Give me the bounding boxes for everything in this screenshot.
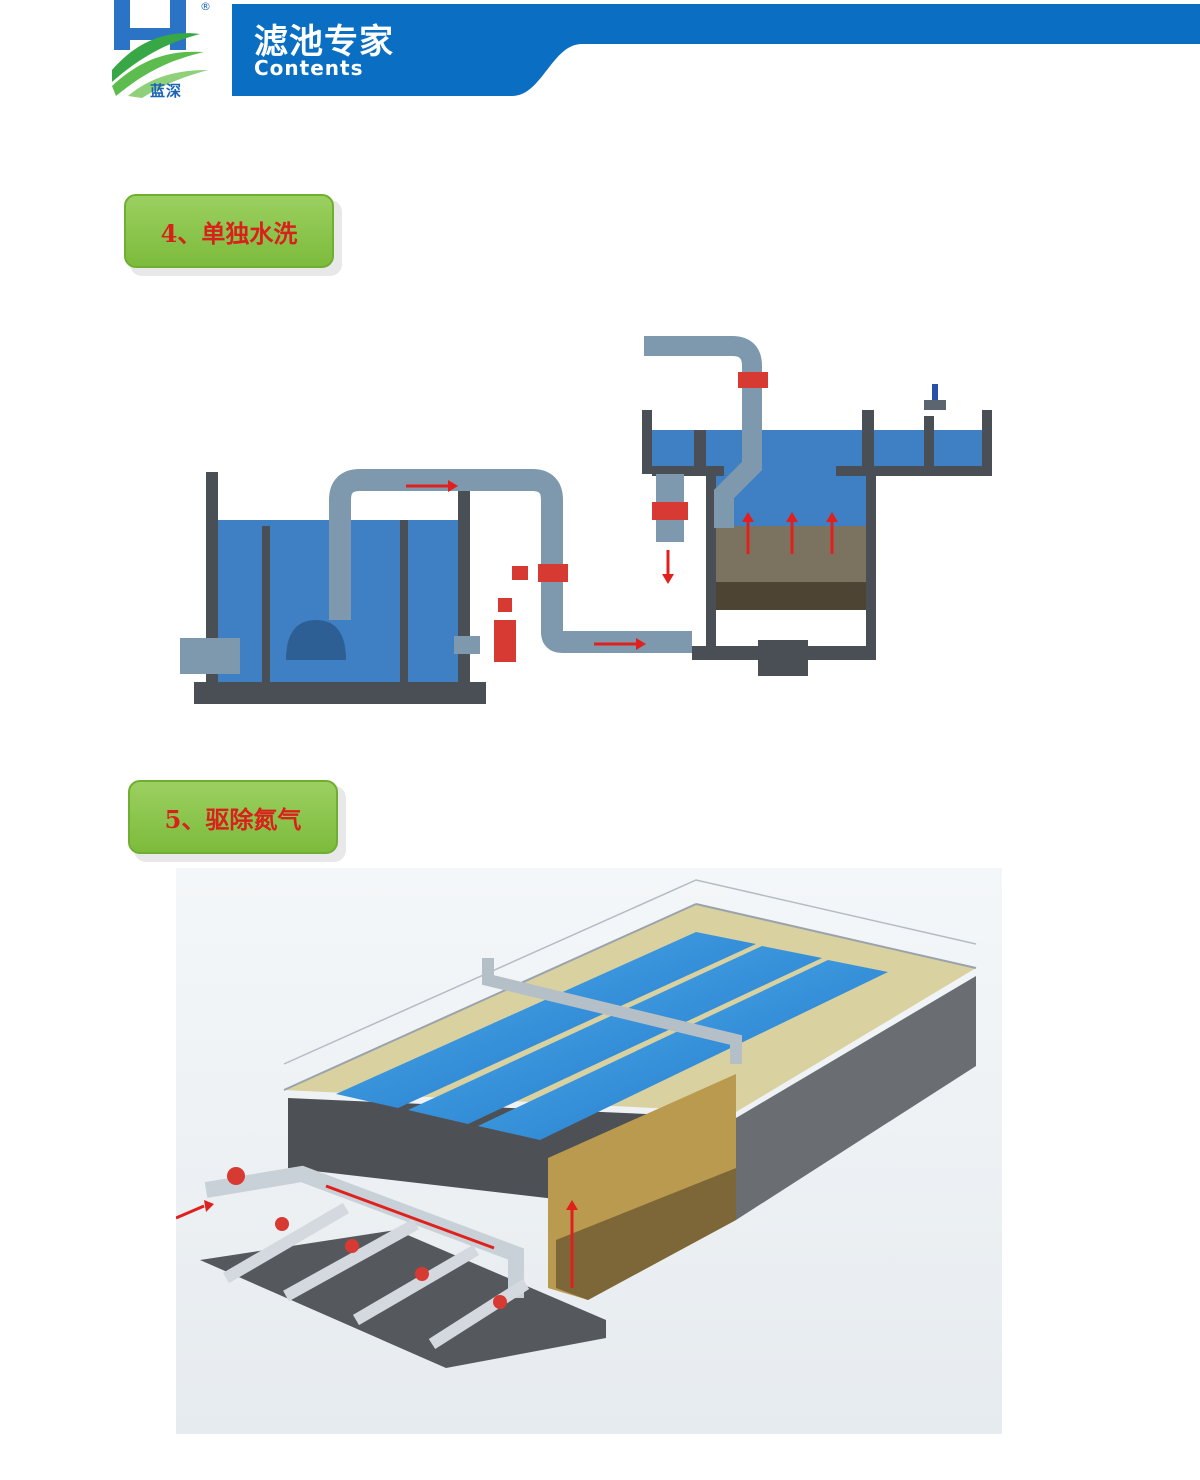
- section-label-nitrogen-removal: 5、驱除氮气: [128, 780, 338, 854]
- valve-icon: [652, 502, 688, 520]
- section-label-water-wash: 4、单独水洗: [124, 194, 334, 268]
- water-channel: [336, 932, 756, 1108]
- valve-icon: [415, 1267, 429, 1281]
- railing: [283, 879, 977, 1065]
- valve-icon: [345, 1239, 359, 1253]
- registered-mark: ®: [200, 0, 211, 13]
- tank-wall: [206, 472, 218, 688]
- valve-icon: [538, 564, 568, 582]
- water-channel: [408, 946, 822, 1124]
- valve-icon: [227, 1167, 245, 1185]
- water-backwash-diagram: [180, 336, 992, 704]
- valve-icon: [275, 1217, 289, 1231]
- pump-icon: [286, 620, 346, 660]
- water-channel: [478, 960, 888, 1140]
- section-label-text: 5、驱除氮气: [164, 804, 302, 834]
- section-label-text: 4、单独水洗: [160, 218, 298, 248]
- logo-text: 蓝深: [150, 82, 183, 100]
- valve-icon: [494, 620, 516, 662]
- page-title: 滤池专家: [254, 22, 394, 62]
- valve-icon: [738, 372, 768, 388]
- valve-icon: [493, 1295, 507, 1309]
- filter-basin-3d-illustration: [176, 868, 1002, 1434]
- page-subtitle: Contents: [254, 56, 364, 80]
- lanshen-logo-icon: [112, 0, 208, 98]
- header-banner: [232, 4, 1200, 96]
